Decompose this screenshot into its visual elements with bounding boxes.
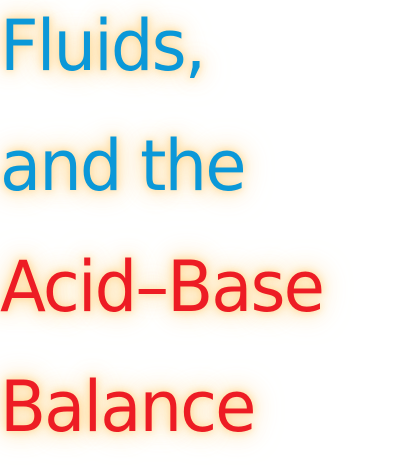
title-line-acid-base: Acid–Base [0,246,325,328]
title-line-balance: Balance [0,366,257,448]
title-line-fluids: Fluids, [0,5,206,87]
title-line-and-the: and the [0,125,247,207]
